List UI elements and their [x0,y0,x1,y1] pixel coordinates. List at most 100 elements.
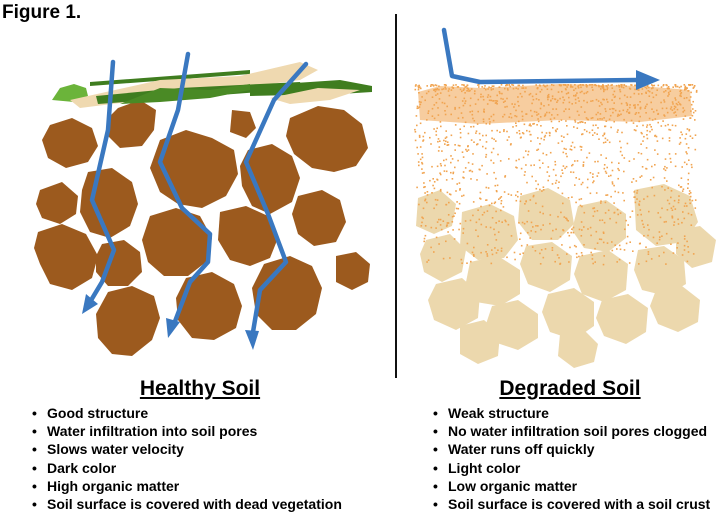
crust-speck [598,85,600,88]
crust-speck [439,163,442,165]
crust-speck [454,96,457,98]
crust-speck [426,201,428,204]
crust-speck [448,88,450,90]
crust-speck [592,89,594,91]
crust-speck [680,92,683,94]
crust-speck [610,174,612,177]
crust-speck [665,263,667,265]
crust-speck [540,125,542,127]
crust-speck [442,220,445,222]
crust-speck [613,202,615,204]
crust-speck [492,162,495,164]
crust-speck [477,98,480,101]
crust-speck [485,153,488,156]
crust-speck [684,202,687,205]
crust-speck [490,262,493,265]
crust-speck [426,261,428,263]
crust-speck [546,88,549,90]
crust-speck [651,84,653,86]
crust-speck [485,122,488,125]
crust-speck [499,197,501,199]
crust-speck [462,171,465,173]
crust-speck [612,111,614,114]
crust-speck [418,164,420,167]
degraded-bullet: Low organic matter [431,477,710,495]
crust-speck [485,88,487,91]
crust-speck [594,160,596,163]
crust-speck [596,175,599,177]
crust-speck [687,251,690,253]
crust-speck [518,120,520,123]
crust-speck [477,235,479,238]
crust-speck [689,202,691,205]
crust-speck [544,113,547,115]
crust-speck [560,135,563,137]
crust-speck [456,183,458,185]
crust-speck [563,84,566,86]
crust-speck [590,84,592,86]
crust-speck [620,86,623,88]
crust-speck [419,86,421,88]
crust-speck [416,105,419,108]
crust-speck [600,101,602,104]
crust-speck [647,253,650,255]
crust-speck [466,84,469,86]
crust-speck [497,231,500,233]
crust-speck [526,220,528,223]
crust-speck [559,262,562,265]
crust-speck [596,210,599,212]
crust-speck [565,92,568,95]
crust-speck [632,178,635,180]
crust-speck [490,151,493,154]
crust-speck [480,93,482,96]
crust-speck [683,205,686,207]
crust-speck [497,153,499,156]
crust-speck [473,246,475,249]
crust-speck [535,84,537,86]
crust-speck [436,199,439,201]
crust-speck [486,96,489,98]
water-arrowheads [82,294,259,350]
crust-speck [451,86,454,88]
crust-speck [542,162,544,164]
crust-speck [560,84,562,87]
crust-speck [643,235,645,237]
crust-speck [606,242,609,244]
crust-speck [673,112,675,114]
crust-speck [603,221,606,224]
crust-speck [611,161,613,164]
crust-speck [634,201,637,204]
crust-speck [614,95,616,98]
crust-speck [602,232,605,234]
crust-speck [639,108,642,110]
crust-speck [452,172,454,175]
crust-speck [628,87,631,90]
crust-speck [641,219,643,222]
crust-speck [483,211,486,214]
crust-speck [684,89,686,91]
crust-speck [487,88,489,90]
crust-speck [659,236,661,238]
crust-speck [515,115,518,118]
crust-speck [639,115,641,118]
crust-speck [452,229,454,231]
crust-speck [689,135,692,137]
crust-speck [639,209,642,211]
crust-speck [563,99,566,101]
crust-speck [450,89,453,91]
crust-speck [618,86,621,88]
crust-speck [433,128,435,130]
crust-speck [515,125,518,127]
crust-speck [432,85,435,87]
crust-speck [454,149,456,151]
crust-speck [469,219,472,222]
crust-speck [660,101,662,104]
crust-speck [485,251,487,253]
crust-speck [517,96,519,98]
crust-speck [582,121,584,123]
crust-speck [547,93,550,96]
healthy-bullet: Good structure [30,404,342,422]
crust-speck [552,108,554,110]
crust-speck [623,170,625,173]
crust-speck [577,84,580,87]
